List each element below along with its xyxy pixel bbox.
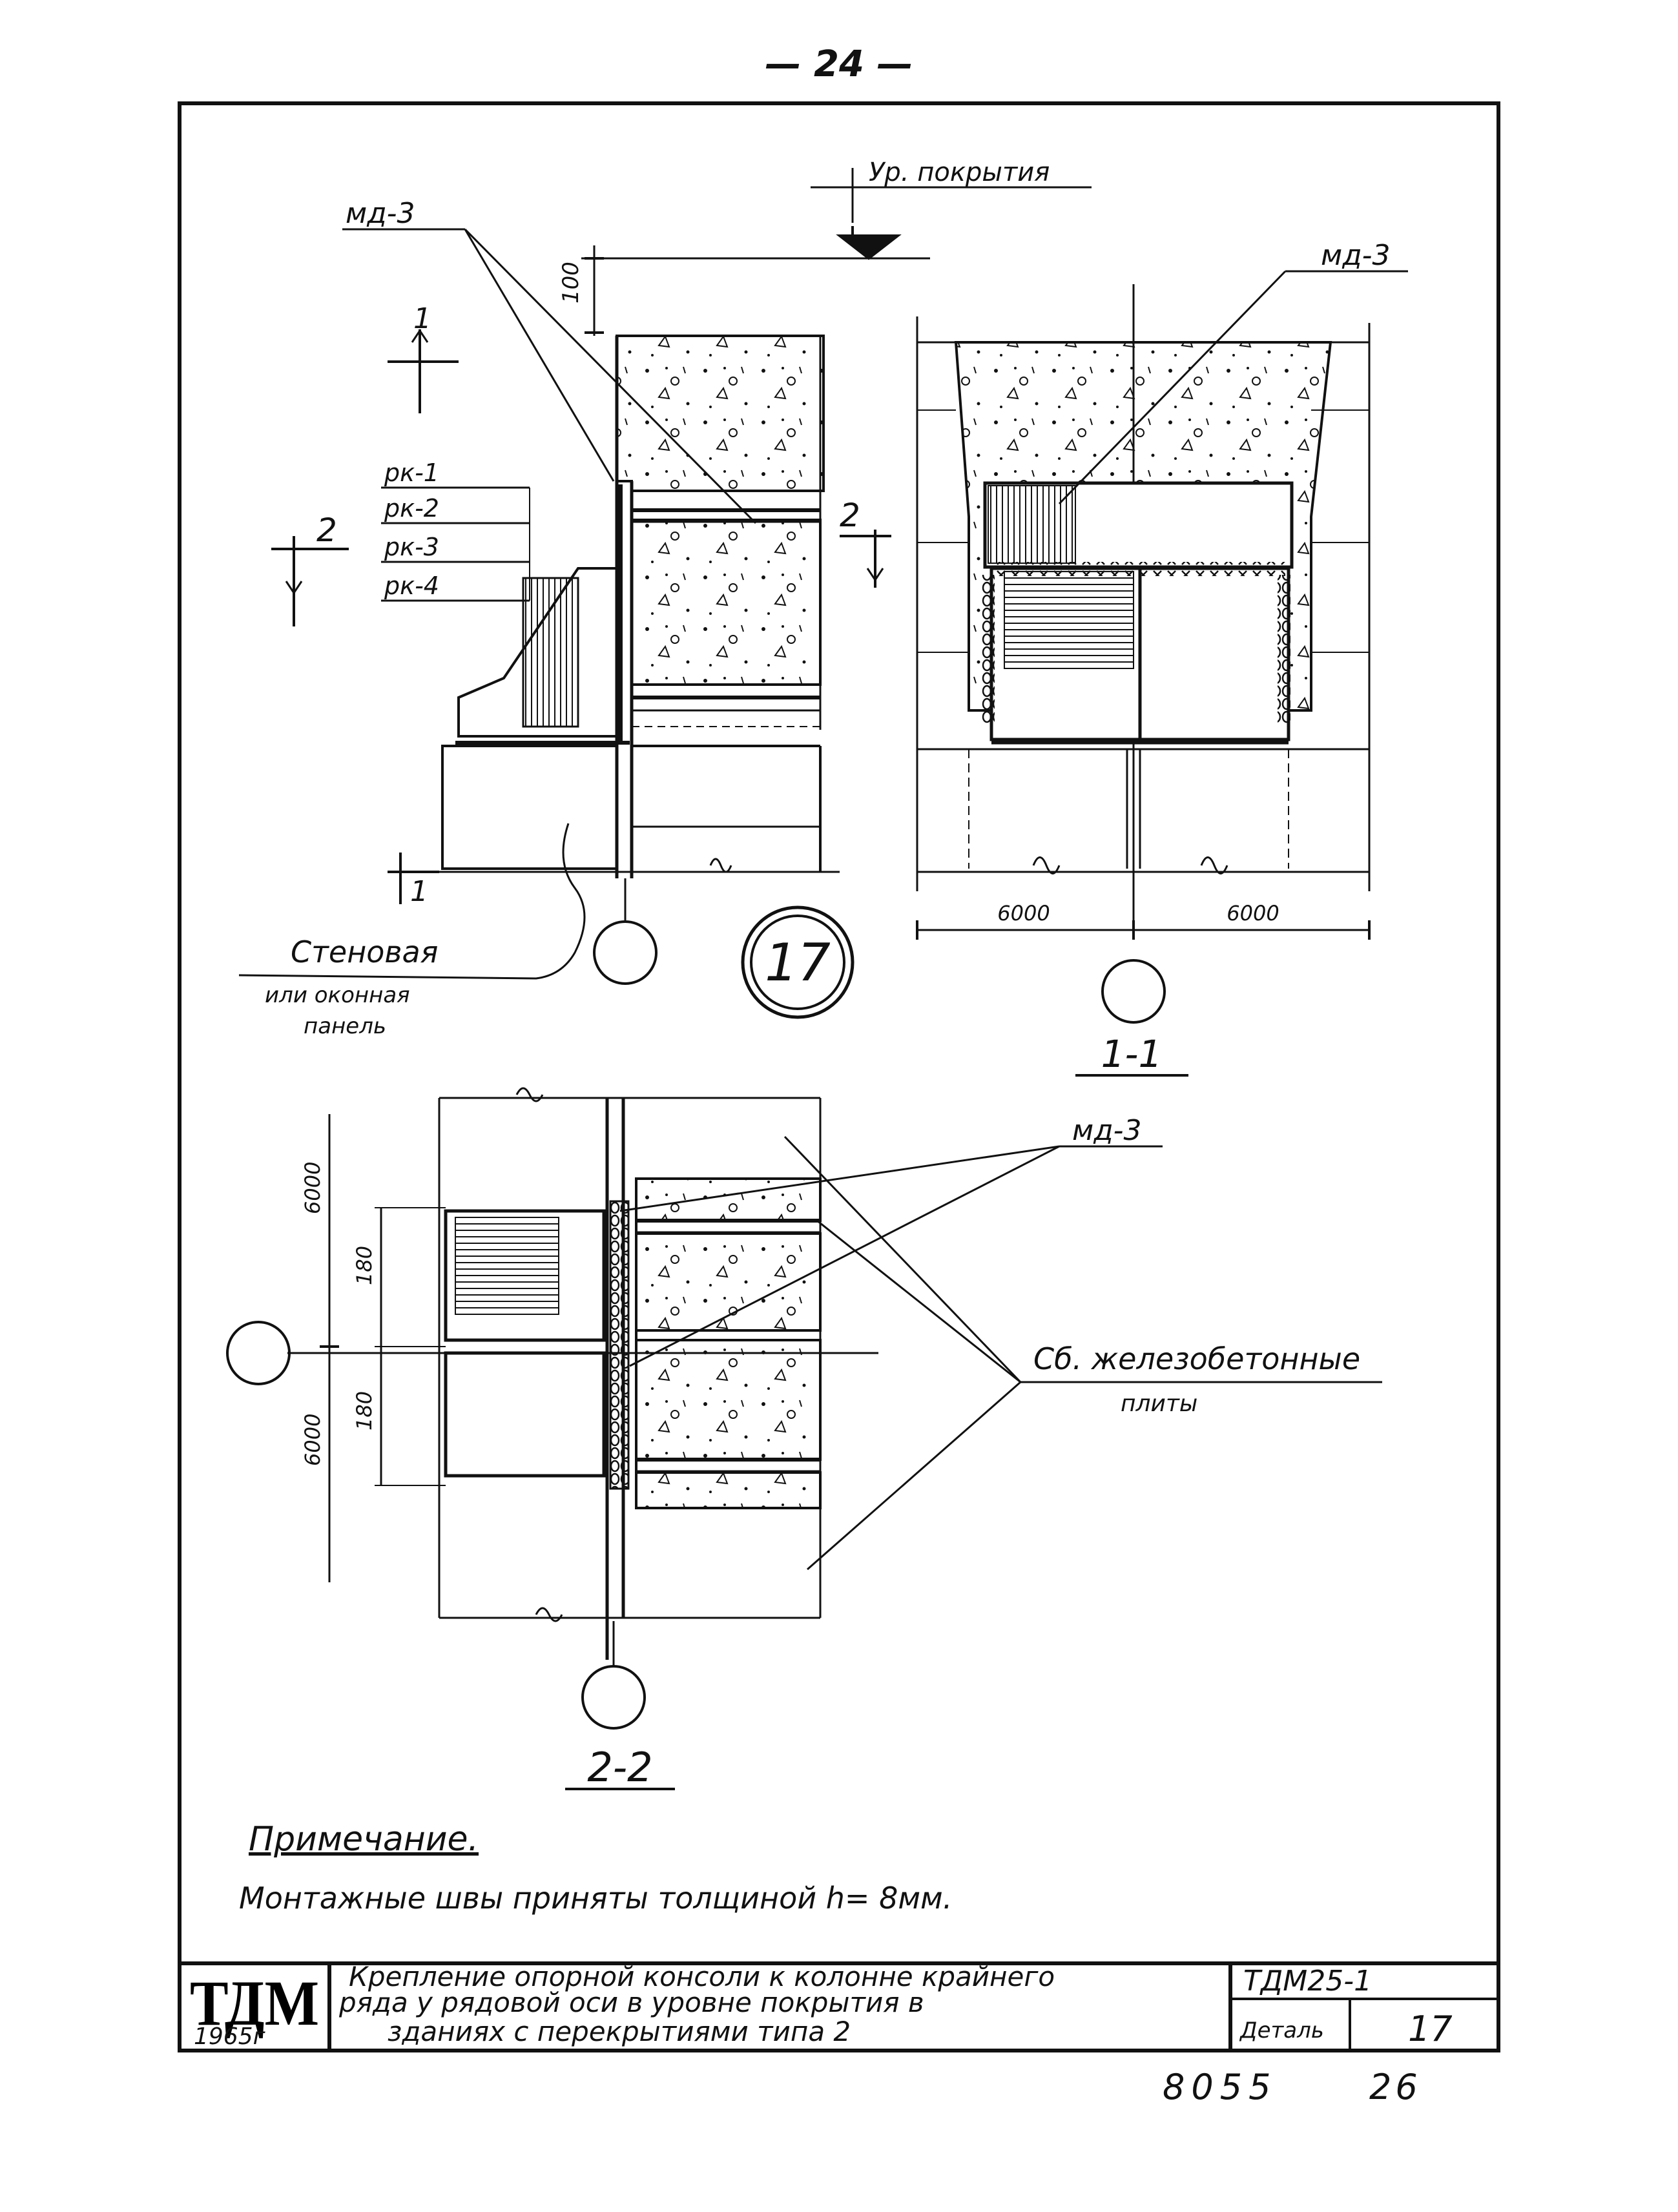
page-number: — 24 — xyxy=(765,43,913,85)
title-block xyxy=(180,1961,1498,2051)
section-2-2-title: 2-2 xyxy=(587,1744,652,1791)
title-description-3: зданиях с перекрытиями типа 2 xyxy=(388,2016,851,2047)
note-text: Монтажные швы приняты толщиной h= 8мм. xyxy=(239,1881,952,1916)
rk-label-2: рк-2 xyxy=(384,494,439,522)
section-1-1-title: 1-1 xyxy=(1101,1032,1163,1076)
rk-label-3: рк-3 xyxy=(384,533,439,561)
dim-1-1-right: 6000 xyxy=(1227,901,1279,925)
tdm-logo: ТДМ xyxy=(190,1967,319,2039)
elevation-view xyxy=(238,168,1092,1019)
rk-label-4: рк-4 xyxy=(384,572,439,600)
wall-panel-label-2: или оконная xyxy=(265,982,410,1008)
dim-2-2-outer-bottom: 6000 xyxy=(300,1414,325,1466)
note-heading: Примечание. xyxy=(249,1820,479,1859)
sheet-code: 8055 xyxy=(1163,2067,1277,2107)
wall-panel-label-1: Стеновая xyxy=(291,935,438,969)
title-description-2: ряда у рядовой оси в уровне покрытия в xyxy=(338,1987,924,2018)
detail-number: 17 xyxy=(1408,2009,1453,2049)
title-description-1: Крепление опорной консоли к колонне край… xyxy=(349,1961,1055,1992)
md3-label-section-1: мд-3 xyxy=(1321,239,1391,272)
section-mark-2-left: 2 xyxy=(316,512,337,549)
sheet-number: 26 xyxy=(1369,2067,1422,2107)
dim-2-2-inner-top: 180 xyxy=(352,1246,377,1285)
slab-label-1: Сб. железобетонные xyxy=(1033,1341,1360,1376)
dim-1-1-left: 6000 xyxy=(997,901,1050,925)
detail-bubble-number: 17 xyxy=(765,933,831,993)
rk-label-1: рк-1 xyxy=(384,459,439,487)
md3-label-elevation: мд-3 xyxy=(346,197,415,230)
dim-2-2-inner-bottom: 180 xyxy=(352,1391,377,1431)
dim-2-2-outer-top: 6000 xyxy=(300,1162,325,1214)
md3-label-section-2: мд-3 xyxy=(1072,1114,1142,1147)
wall-panel-label-3: панель xyxy=(304,1013,386,1039)
level-label: Ур. покрытия xyxy=(869,158,1050,187)
section-mark-1-top: 1 xyxy=(413,302,431,335)
section-mark-2-right: 2 xyxy=(840,497,860,534)
section-mark-1-bottom: 1 xyxy=(410,875,428,908)
title-block-year: 1965г xyxy=(194,2023,266,2050)
detail-label: Деталь xyxy=(1239,2018,1324,2043)
drawing-code: ТДМ25-1 xyxy=(1243,1965,1372,1998)
section-2-2-view xyxy=(226,1087,1382,1790)
slab-label-2: плиты xyxy=(1121,1390,1197,1417)
dim-100: 100 xyxy=(558,262,584,304)
section-1-1-view xyxy=(916,270,1408,1077)
sheet-frame xyxy=(178,101,1500,2052)
